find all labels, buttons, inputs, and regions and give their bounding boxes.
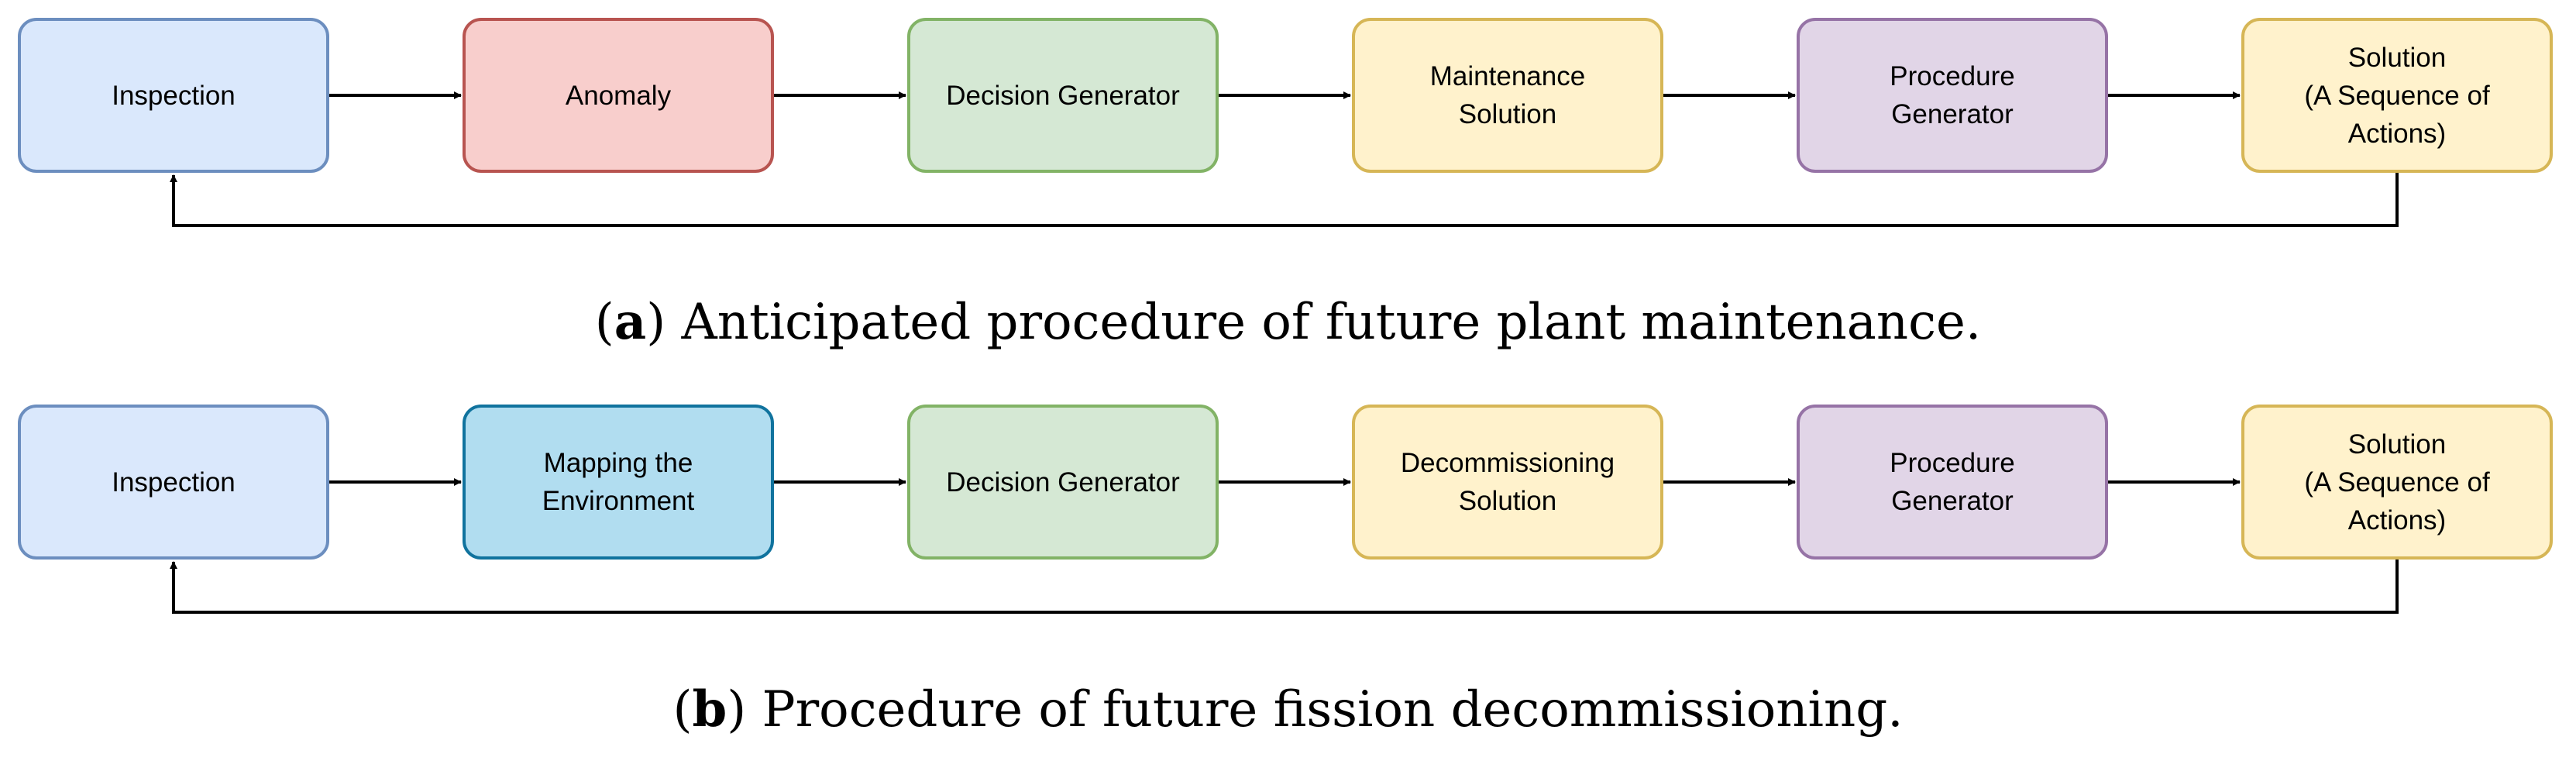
caption-b-text: Procedure of future fission decommission… (762, 681, 1904, 739)
node-mapping-the-environment: Mapping the Environment (463, 405, 774, 560)
node-decommissioning-solution: Decommissioning Solution (1352, 405, 1663, 560)
caption-b-letter: b (692, 680, 727, 739)
node-inspection: Inspection (18, 18, 329, 173)
caption-a-text: Anticipated procedure of future plant ma… (681, 294, 1982, 351)
feedback-arrow-a (170, 173, 2399, 227)
node-solution: Solution (A Sequence of Actions) (2241, 18, 2553, 173)
node-maintenance-solution: Maintenance Solution (1352, 18, 1663, 173)
node-decision-generator: Decision Generator (907, 405, 1219, 560)
node-decision-generator: Decision Generator (907, 18, 1219, 173)
caption-a-letter: a (614, 293, 647, 351)
node-anomaly: Anomaly (463, 18, 774, 173)
caption-b: (b) Procedure of future fission decommis… (672, 680, 1904, 739)
node-procedure-generator: Procedure Generator (1797, 405, 2108, 560)
node-solution: Solution (A Sequence of Actions) (2241, 405, 2553, 560)
feedback-arrow-b (170, 560, 2399, 614)
node-procedure-generator: Procedure Generator (1797, 18, 2108, 173)
caption-a: (a) Anticipated procedure of future plan… (594, 293, 1982, 351)
node-inspection: Inspection (18, 405, 329, 560)
